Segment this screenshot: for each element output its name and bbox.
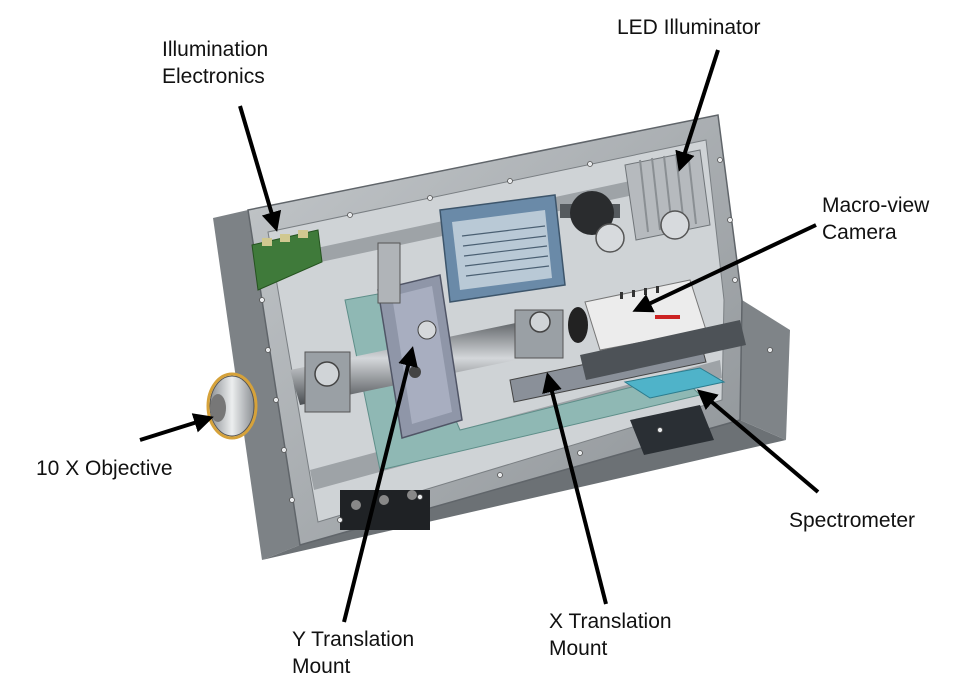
- arrow-spectrometer: [696, 389, 820, 494]
- label-line: 10 X Objective: [36, 457, 173, 480]
- illumination-electronics-board: [251, 229, 323, 291]
- label-macro-view-camera: Macro-view Camera: [822, 192, 929, 246]
- arrow-macro-view-camera: [632, 223, 817, 313]
- arrow-x-translation-mount: [542, 372, 608, 605]
- callout-arrows: [139, 49, 820, 623]
- frame-screws: [259, 157, 773, 523]
- frame-left-wall: [213, 210, 300, 560]
- arrow-illumination-electronics: [238, 105, 282, 232]
- right-lens-holder: [514, 309, 564, 359]
- label-line: Electronics: [162, 65, 265, 88]
- label-line: Mount: [292, 655, 351, 678]
- spectrometer-module: [623, 367, 726, 455]
- objective-lens: [206, 372, 258, 440]
- label-line: X Translation: [549, 610, 672, 633]
- label-line: LED Illuminator: [617, 16, 761, 39]
- label-line: Mount: [549, 637, 608, 660]
- frame-right-wall: [740, 300, 790, 440]
- center-module: [439, 194, 566, 303]
- arrow-led-illuminator: [675, 49, 720, 172]
- led-illuminator-assembly: [560, 149, 711, 253]
- label-spectrometer: Spectrometer: [789, 507, 915, 534]
- label-x-translation-mount: X Translation Mount: [549, 608, 672, 662]
- label-led-illuminator: LED Illuminator: [617, 14, 761, 41]
- arrow-objective: [139, 413, 214, 442]
- label-objective: 10 X Objective: [36, 455, 173, 482]
- lens-holder: [304, 351, 351, 413]
- label-line: Illumination: [162, 38, 269, 61]
- arrow-y-translation-mount: [342, 346, 418, 623]
- bottom-connectors: [340, 490, 430, 530]
- label-line: Spectrometer: [789, 509, 916, 532]
- label-line: Y Translation: [292, 628, 415, 651]
- label-line: Camera: [822, 221, 897, 244]
- label-line: Macro-view: [822, 194, 930, 217]
- label-illumination-electronics: Illumination Electronics: [162, 36, 268, 90]
- label-y-translation-mount: Y Translation Mount: [292, 626, 414, 680]
